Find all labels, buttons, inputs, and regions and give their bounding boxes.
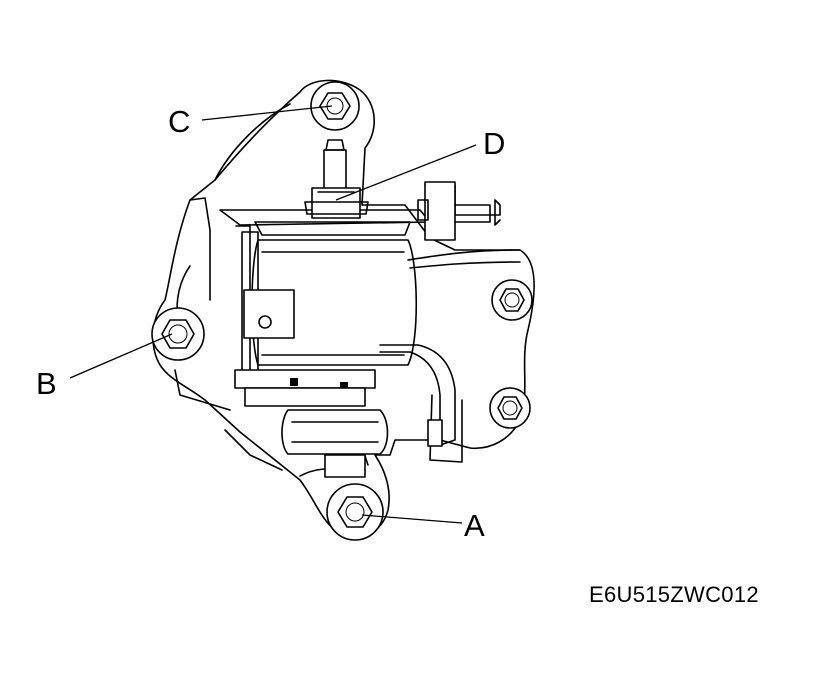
callout-label-c: C [168, 104, 191, 139]
figure-code: E6U515ZWC012 [589, 582, 759, 607]
bolt-c [310, 81, 360, 131]
bolt-a [326, 483, 384, 541]
right-nut-upper [491, 279, 533, 321]
leader-line-c [201, 105, 333, 121]
callout-label-d: D [483, 126, 506, 161]
bolt-b [151, 307, 205, 361]
right-bracket-pipe [379, 181, 521, 463]
motor-body [235, 225, 418, 381]
mounting-bracket [152, 79, 535, 538]
right-nut-lower [489, 387, 531, 429]
callout-label-a: A [464, 508, 485, 543]
callout-label-b: B [36, 366, 57, 401]
leader-line-d [335, 144, 477, 201]
lower-pulley [234, 369, 389, 478]
leader-line-b [69, 333, 173, 379]
leader-line-a [361, 514, 463, 524]
top-plate [219, 139, 431, 236]
